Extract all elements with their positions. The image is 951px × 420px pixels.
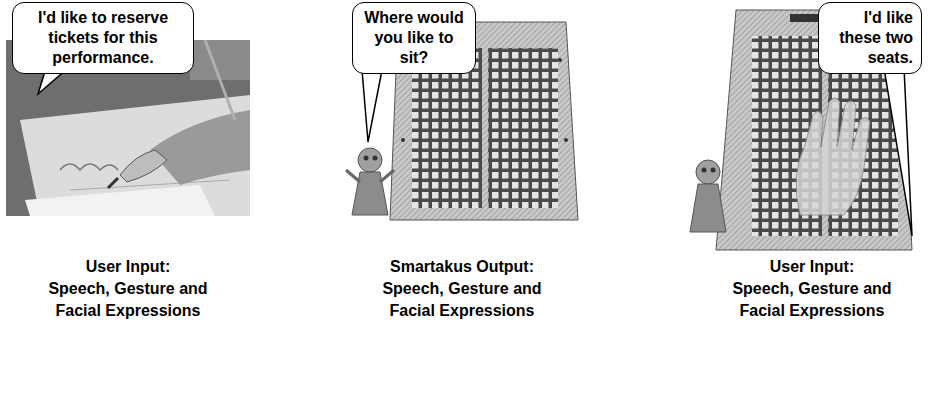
speech-text: Where would you like to sit? xyxy=(361,8,467,68)
bubble-tail xyxy=(884,68,912,236)
robot-figure xyxy=(346,148,394,215)
panel-caption: User Input: xyxy=(717,256,907,278)
panel-caption: Speech, Gesture and Facial Expressions xyxy=(375,278,550,322)
panel-caption: Smartakus Output: xyxy=(367,256,557,278)
speech-bubble: I'd like these two seats. xyxy=(818,2,922,74)
panel-caption: User Input: xyxy=(33,256,223,278)
robot-figure xyxy=(690,160,726,232)
speech-bubble: I'd like to reserve tickets for this per… xyxy=(12,2,194,74)
bubble-tail xyxy=(362,70,382,142)
speech-text: I'd like to reserve tickets for this per… xyxy=(21,8,185,68)
panel-caption: Speech, Gesture and Facial Expressions xyxy=(725,278,900,322)
speech-bubble: Where would you like to sit? xyxy=(352,2,476,74)
speech-text: I'd like these two seats. xyxy=(827,8,913,68)
panel-caption: Speech, Gesture and Facial Expressions xyxy=(41,278,216,322)
hand xyxy=(796,98,870,215)
